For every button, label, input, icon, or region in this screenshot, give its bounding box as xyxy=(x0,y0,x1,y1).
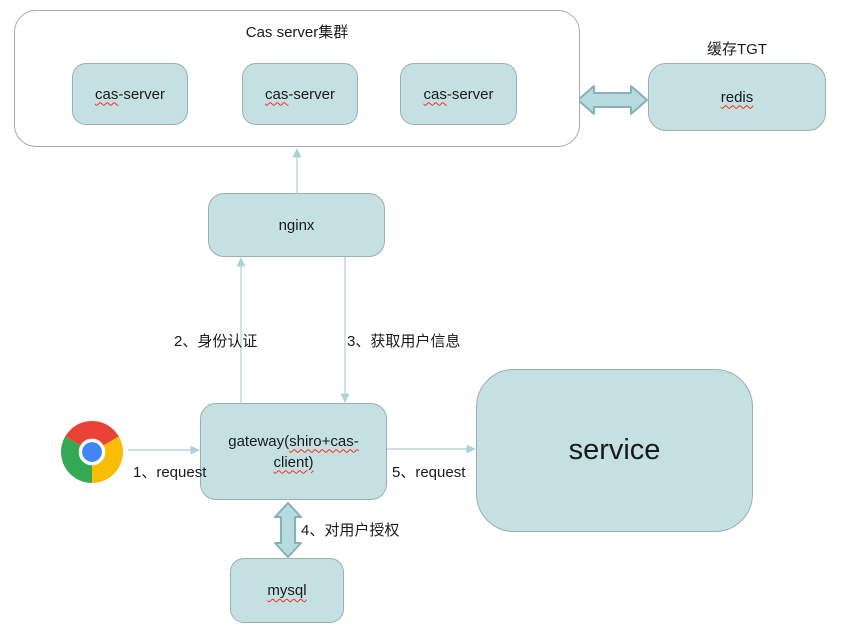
arrow-browser-to-gateway xyxy=(128,445,200,455)
arrow-nginx-to-cluster xyxy=(292,148,302,193)
mysql-label: mysql xyxy=(267,582,307,599)
edge-label-authorize-4: 4、对用户授权 xyxy=(301,522,400,539)
edge-label-auth-2: 2、身份认证 xyxy=(174,333,258,350)
gateway-label: gateway(shiro+cas- client) xyxy=(228,432,359,471)
redis-caption: 缓存TGT xyxy=(707,41,767,58)
redis-box: redis xyxy=(648,63,826,131)
edge-label-request-1: 1、request xyxy=(133,464,207,481)
gateway-box: gateway(shiro+cas- client) xyxy=(200,403,387,500)
double-arrow-gateway-mysql xyxy=(274,502,302,558)
chrome-icon xyxy=(61,421,123,483)
double-arrow-cluster-redis xyxy=(577,85,648,115)
mysql-box: mysql xyxy=(230,558,344,623)
cas-server-label: cas-server xyxy=(264,85,335,103)
edge-label-request-5: 5、request xyxy=(392,464,466,481)
nginx-label: nginx xyxy=(278,216,315,234)
edge-label-userinfo-3: 3、获取用户信息 xyxy=(347,333,461,350)
cas-cluster-title: Cas server集群 xyxy=(245,24,349,41)
cas-server-label: cas-server xyxy=(94,85,165,103)
service-box: service xyxy=(476,369,753,532)
cas-server-box-2: cas-server xyxy=(242,63,358,125)
cas-server-box-1: cas-server xyxy=(72,63,188,125)
service-label: service xyxy=(568,434,661,466)
cas-server-label: cas-server xyxy=(423,85,494,103)
arrow-gateway-to-service xyxy=(387,444,476,454)
nginx-box: nginx xyxy=(208,193,385,257)
cas-server-box-3: cas-server xyxy=(400,63,517,125)
redis-label: redis xyxy=(720,88,754,106)
